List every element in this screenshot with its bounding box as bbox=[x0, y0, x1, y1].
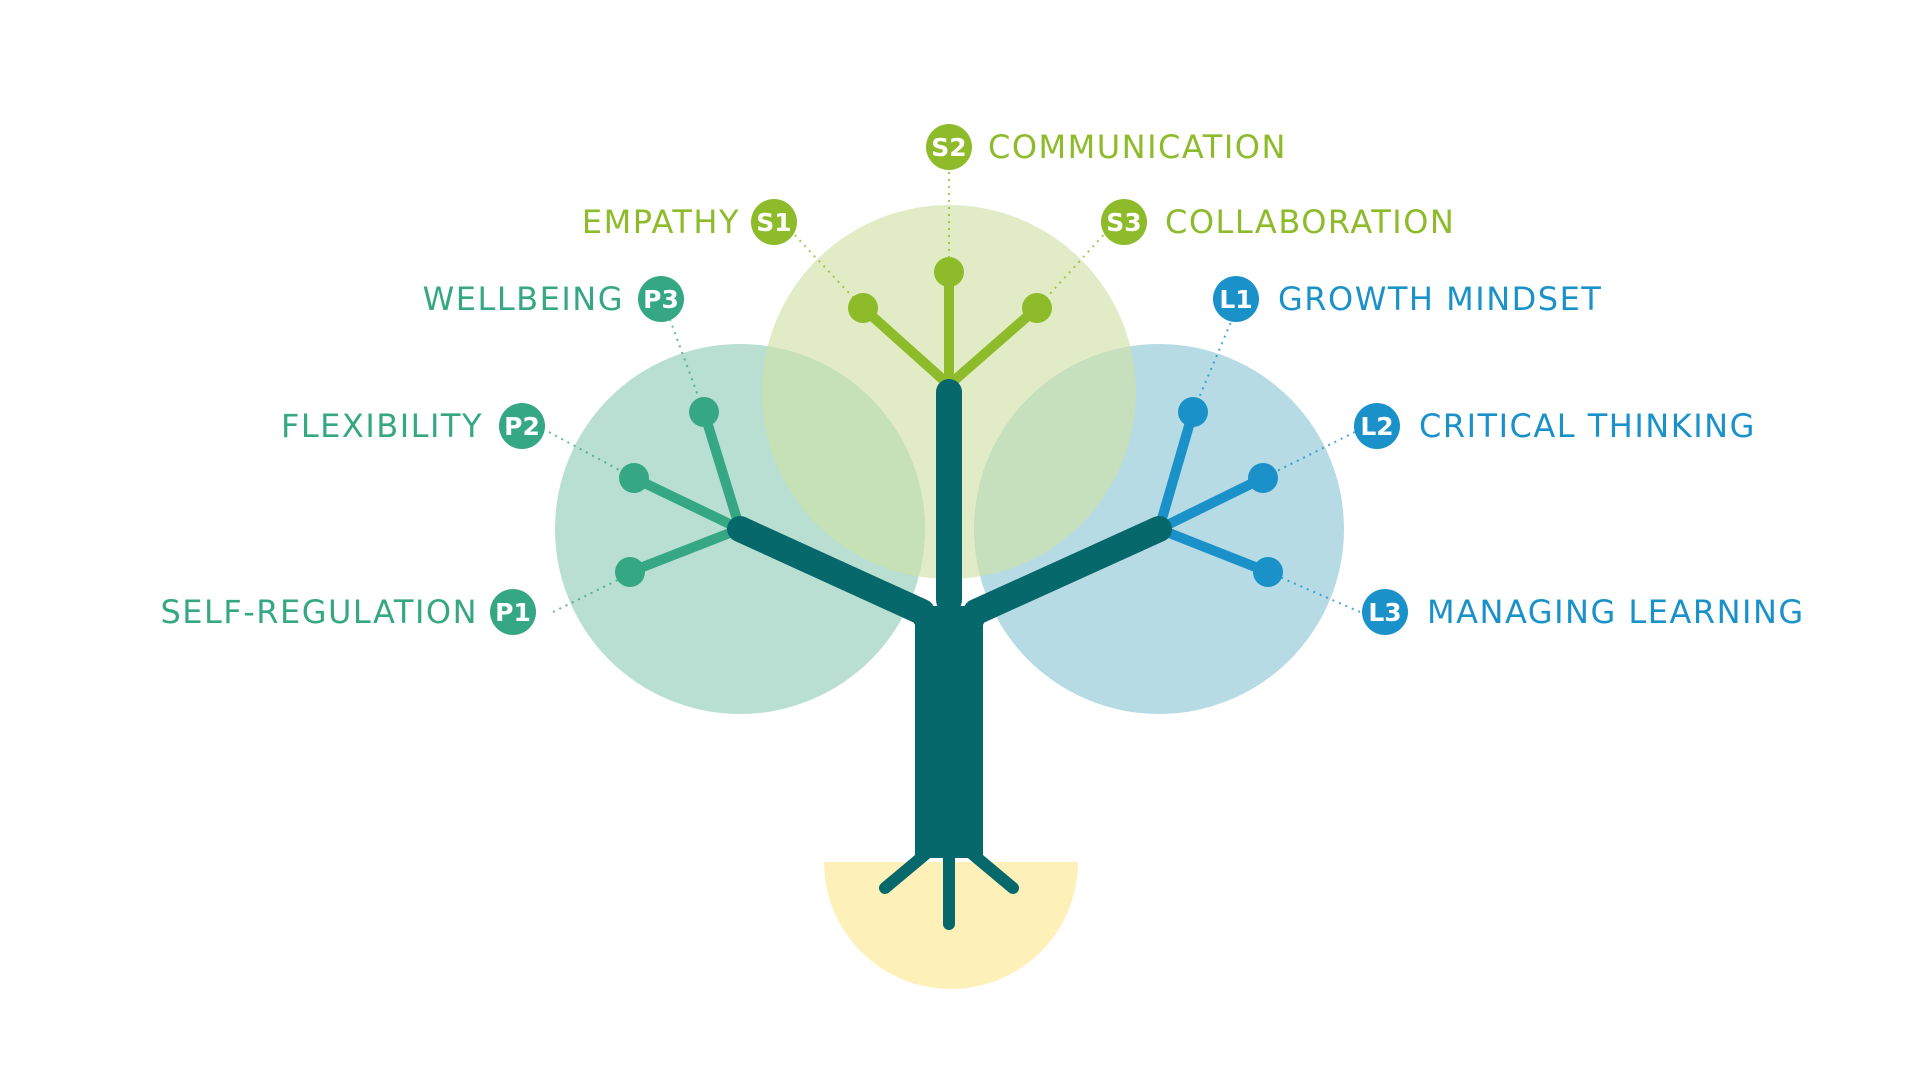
skill-p2-code: P2 bbox=[504, 412, 540, 441]
skill-s3-badge bbox=[1101, 199, 1147, 245]
skill-p1-code: P1 bbox=[495, 598, 531, 627]
skill-l1-badge bbox=[1213, 276, 1259, 322]
leaf-node-p2 bbox=[619, 463, 649, 493]
twig-s3 bbox=[944, 303, 1042, 390]
leaf-node-l2 bbox=[1248, 463, 1278, 493]
skill-s2-badge bbox=[926, 124, 972, 170]
leaf-node-p3 bbox=[689, 397, 719, 427]
skill-l2-code: L2 bbox=[1360, 412, 1393, 441]
skill-p2: FLEXIBILITY P2 bbox=[281, 403, 545, 449]
skill-p3-name: WELLBEING bbox=[423, 280, 624, 318]
skill-l2: L2 CRITICAL THINKING bbox=[1354, 403, 1756, 449]
skill-l3-name: MANAGING LEARNING bbox=[1427, 593, 1805, 631]
twig-l3 bbox=[1154, 524, 1273, 577]
leader-l3 bbox=[1267, 571, 1361, 613]
skill-p3-badge bbox=[638, 276, 684, 322]
twig-l1 bbox=[1154, 407, 1198, 534]
skill-s3-name: COLLABORATION bbox=[1165, 203, 1455, 241]
leader-l1 bbox=[1192, 309, 1237, 413]
skill-s3-code: S3 bbox=[1106, 208, 1141, 237]
trunk-crotch bbox=[905, 606, 993, 625]
skill-s2-name: COMMUNICATION bbox=[988, 128, 1287, 166]
skill-s1-name: EMPATHY bbox=[582, 203, 740, 241]
skill-s3: S3 COLLABORATION bbox=[1101, 199, 1455, 245]
skill-p3: WELLBEING P3 bbox=[423, 276, 684, 322]
skill-l3: L3 MANAGING LEARNING bbox=[1362, 589, 1805, 635]
skill-l3-code: L3 bbox=[1368, 598, 1401, 627]
branch-right bbox=[963, 516, 1172, 625]
skill-l1-code: L1 bbox=[1219, 285, 1252, 314]
skill-s2: S2 COMMUNICATION bbox=[926, 124, 1287, 170]
leader-p1 bbox=[552, 571, 635, 613]
skill-p3-code: P3 bbox=[643, 285, 679, 314]
skill-s1-code: S1 bbox=[756, 208, 791, 237]
trunk bbox=[915, 608, 983, 858]
skill-l1-name: GROWTH MINDSET bbox=[1278, 280, 1602, 318]
branch-left bbox=[727, 516, 935, 625]
leaf-node-s2 bbox=[934, 257, 964, 287]
skill-p1: SELF-REGULATION P1 bbox=[160, 589, 536, 635]
skill-p2-name: FLEXIBILITY bbox=[281, 407, 483, 445]
leaf-node-l3 bbox=[1253, 557, 1283, 587]
skill-l1: L1 GROWTH MINDSET bbox=[1213, 276, 1602, 322]
skill-l2-name: CRITICAL THINKING bbox=[1419, 407, 1756, 445]
skill-l2-badge bbox=[1354, 403, 1400, 449]
twig-s1 bbox=[858, 303, 954, 390]
twig-p2 bbox=[629, 473, 745, 534]
skill-l3-badge bbox=[1362, 589, 1408, 635]
leader-l2 bbox=[1262, 431, 1356, 479]
skill-p2-badge bbox=[499, 403, 545, 449]
twig-l2 bbox=[1154, 473, 1268, 534]
skill-p1-name: SELF-REGULATION bbox=[160, 593, 478, 631]
skill-p1-badge bbox=[490, 589, 536, 635]
twig-p3 bbox=[699, 407, 745, 534]
skill-s1-badge bbox=[751, 199, 797, 245]
leaf-node-s1 bbox=[848, 293, 878, 323]
leaf-node-s3 bbox=[1022, 293, 1052, 323]
twig-p1 bbox=[625, 524, 745, 577]
skill-s2-code: S2 bbox=[931, 133, 966, 162]
skill-s1: EMPATHY S1 bbox=[582, 199, 797, 245]
leaf-node-p1 bbox=[615, 557, 645, 587]
leader-p3 bbox=[664, 305, 705, 413]
leaf-node-l1 bbox=[1178, 397, 1208, 427]
